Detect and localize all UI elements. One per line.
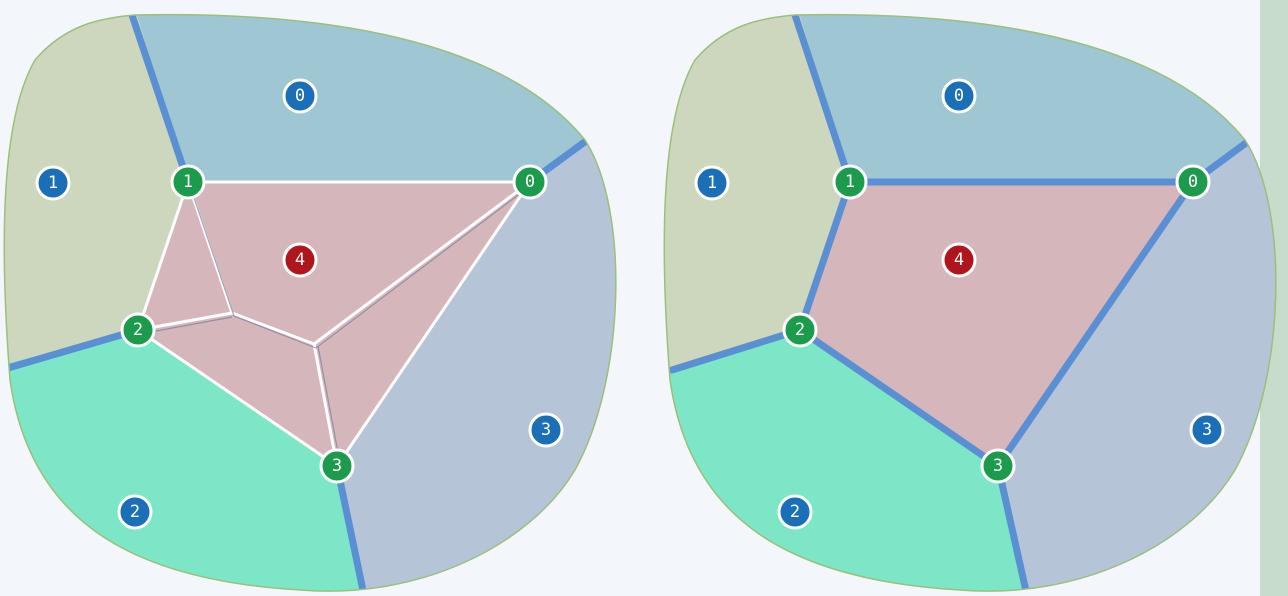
region-badge-label: 4 [954, 250, 964, 270]
region-badge-label: 3 [1202, 420, 1212, 440]
vertex-badge: 3 [319, 448, 355, 484]
vertex-badge: 2 [782, 312, 818, 348]
region-badge-label: 0 [295, 86, 305, 106]
region-badge-label: 2 [130, 502, 140, 522]
region-badge: 0 [941, 78, 977, 114]
vertex-badge: 0 [512, 164, 548, 200]
vertex-badge: 1 [832, 164, 868, 200]
region-badge: 3 [1189, 412, 1225, 448]
vertex-badge-label: 3 [332, 456, 342, 476]
region-badge: 3 [528, 412, 564, 448]
center-region-badge: 4 [941, 242, 977, 278]
region-1 [4, 14, 188, 365]
region-badge: 1 [35, 165, 71, 201]
region-badge-label: 1 [48, 173, 58, 193]
vertex-badge-label: 0 [525, 172, 535, 192]
region-badge-label: 4 [295, 250, 305, 270]
region-badge: 1 [694, 165, 730, 201]
region-badge: 2 [117, 494, 153, 530]
right-panel: 0 1 2 3 4 0 1 2 [663, 13, 1277, 592]
left-panel: 0 1 2 3 4 0 1 2 [3, 13, 617, 592]
vertex-badge: 3 [980, 448, 1016, 484]
vertex-badge: 0 [1175, 164, 1211, 200]
vertex-badge-label: 1 [183, 172, 193, 192]
vertex-badge: 2 [120, 312, 156, 348]
center-region-badge: 4 [282, 242, 318, 278]
vertex-badge-label: 1 [845, 172, 855, 192]
vertex-badge-label: 2 [795, 320, 805, 340]
region-badge-label: 1 [707, 173, 717, 193]
vertex-badge: 1 [170, 164, 206, 200]
region-4 [138, 182, 530, 466]
region-badge-label: 0 [954, 86, 964, 106]
vertex-badge-label: 0 [1188, 172, 1198, 192]
region-badge-label: 2 [790, 502, 800, 522]
vertex-badge-label: 2 [133, 320, 143, 340]
region-badge: 2 [777, 494, 813, 530]
region-3 [998, 120, 1276, 592]
region-badge-label: 3 [541, 420, 551, 440]
left-outline [3, 13, 617, 592]
region-1 [664, 14, 850, 370]
region-badge: 0 [282, 78, 318, 114]
right-outline [663, 13, 1277, 592]
vertex-badge-label: 3 [993, 456, 1003, 476]
